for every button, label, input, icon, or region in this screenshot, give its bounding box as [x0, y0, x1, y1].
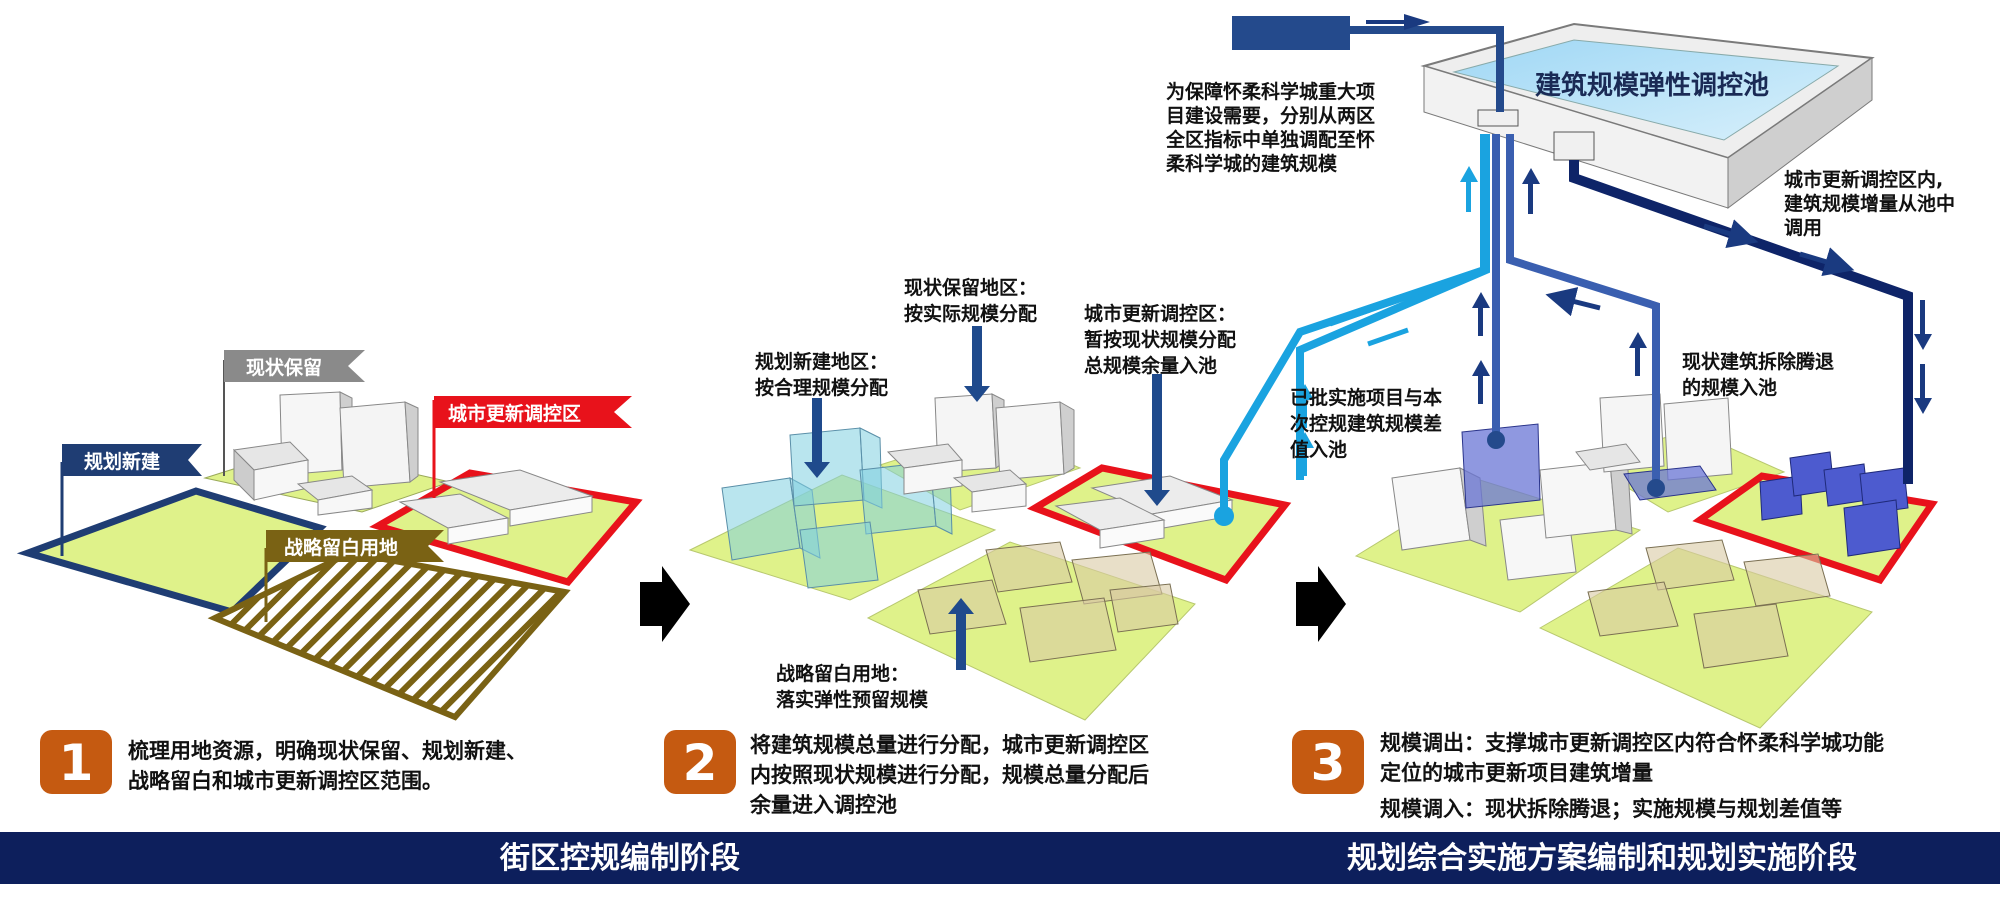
panel3-strategic-boxes — [1587, 539, 1831, 669]
panel3-flows — [1296, 134, 1932, 497]
step-1-number: 1 — [59, 734, 94, 792]
label-increase-line-2: 建筑规模增量从池中 — [1784, 192, 1955, 215]
tag-planned-new: 规划新建 — [60, 444, 202, 556]
tag-urban-renewal-text: 城市更新调控区 — [448, 402, 581, 425]
label-planned-line-2: 按合理规模分配 — [755, 376, 888, 399]
strategic-plot — [207, 549, 571, 721]
label-renewal-line-2: 暂按现状规模分配 — [1084, 328, 1236, 351]
step-2-number: 2 — [683, 734, 718, 792]
tag-strategic-text: 战略留白用地 — [284, 536, 398, 559]
panel3-label-approved: 已批实施项目与本 次控规建筑规模差 值入池 — [1290, 386, 1442, 461]
panel-3: 建筑规模弹性调控池 — [1165, 14, 1955, 821]
panel2-label-renewal: 城市更新调控区： 暂按现状规模分配 总规模余量入池 — [1084, 302, 1236, 377]
panel3-existing-buildings — [1575, 393, 1733, 501]
process-arrow-1 — [640, 566, 690, 642]
step-1-badge — [40, 730, 112, 794]
panel2-label-strategic: 战略留白用地： 落实弹性预留规模 — [776, 662, 929, 711]
panel3-label-huairou: 为保障怀柔科学城重大项 目建设需要，分别从两区 全区指标中单独调配至怀 柔科学城… — [1165, 80, 1375, 175]
panel2-strategic-boxes — [917, 541, 1179, 663]
planned-new-plot — [16, 487, 327, 616]
label-huairou-line-3: 全区指标中单独调配至怀 — [1165, 128, 1375, 151]
step-2-line-1: 将建筑规模总量进行分配，城市更新调控区 — [750, 733, 1149, 757]
label-strategic-line-2: 落实弹性预留规模 — [776, 688, 929, 711]
label-approved-line-2: 次控规建筑规模差 — [1290, 412, 1442, 435]
label-increase-line-3: 调用 — [1784, 217, 1822, 239]
tag-strategic: 战略留白用地 — [264, 530, 444, 622]
panel-1: 现状保留 规划新建 城市更新调控区 战略留白用地 1 梳理用地资源，明确现状保留… — [16, 350, 643, 794]
label-huairou-line-2: 目建设需要，分别从两区 — [1166, 104, 1375, 127]
step-3-out-line-2: 定位的城市更新项目建筑增量 — [1380, 761, 1653, 785]
step-1: 1 梳理用地资源，明确现状保留、规划新建、 战略留白和城市更新调控区范围。 — [40, 730, 527, 794]
panel3-planned-buildings — [1391, 423, 1633, 581]
panel2-planned-boxes — [721, 427, 953, 589]
step-3-number: 3 — [1311, 734, 1346, 792]
step-2-badge — [664, 730, 736, 794]
step-3-out-line-1: 规模调出：支撑城市更新调控区内符合怀柔科学城功能 — [1380, 731, 1884, 755]
panel3-label-increase: 城市更新调控区内, 建筑规模增量从池中 调用 — [1784, 168, 1955, 239]
pool-inlet-left — [1477, 109, 1519, 127]
process-arrow-2 — [1296, 566, 1346, 642]
renewal-buildings — [398, 469, 594, 545]
tag-urban-renewal: 城市更新调控区 — [432, 396, 632, 498]
label-strategic-line-1: 战略留白用地： — [776, 662, 909, 685]
step-3-badge — [1292, 730, 1364, 794]
step-2: 2 将建筑规模总量进行分配，城市更新调控区 内按照现状规模进行分配，规模总量分配… — [664, 730, 1149, 817]
step-1-line-2: 战略留白和城市更新调控区范围。 — [128, 769, 443, 793]
footer-right-title: 规划综合实施方案编制和规划实施阶段 — [1347, 841, 1857, 876]
pool-inflow-bar — [1232, 14, 1504, 112]
tag-existing: 现状保留 — [223, 350, 365, 476]
label-existing-line-1: 现状保留地区： — [904, 276, 1037, 299]
label-huairou-line-4: 柔科学城的建筑规模 — [1166, 152, 1338, 175]
tag-planned-new-text: 规划新建 — [84, 450, 160, 473]
label-existing-line-2: 按实际规模分配 — [904, 302, 1037, 325]
label-renewal-line-1: 城市更新调控区： — [1084, 302, 1236, 325]
label-increase-line-1: 城市更新调控区内, — [1784, 168, 1943, 191]
panel3-label-demolish: 现状建筑拆除腾退 的规模入池 — [1682, 350, 1834, 399]
label-demolish-line-2: 的规模入池 — [1682, 376, 1777, 399]
panel2-existing-buildings — [886, 393, 1075, 513]
label-planned-line-1: 规划新建地区： — [755, 350, 888, 373]
pool-inlet-right — [1553, 131, 1595, 161]
step-3-in-line: 规模调入：现状拆除腾退；实施规模与规划差值等 — [1380, 797, 1842, 821]
panel2-allocation-arrows — [804, 326, 1170, 670]
label-approved-line-1: 已批实施项目与本 — [1290, 386, 1442, 409]
step-2-line-2: 内按照现状规模进行分配，规模总量分配后 — [750, 763, 1149, 787]
panel2-label-existing: 现状保留地区： 按实际规模分配 — [904, 276, 1037, 325]
panel2-label-planned: 规划新建地区： 按合理规模分配 — [755, 350, 888, 399]
existing-buildings — [232, 391, 419, 516]
pool-title: 建筑规模弹性调控池 — [1535, 70, 1769, 101]
footer-left-title: 街区控规编制阶段 — [499, 841, 740, 876]
label-approved-line-3: 值入池 — [1290, 438, 1347, 461]
panel-2: 规划新建地区： 按合理规模分配 现状保留地区： 按实际规模分配 城市更新调控区：… — [664, 134, 1488, 817]
panel3-renewal-buildings — [1759, 451, 1909, 557]
step-3: 3 规模调出：支撑城市更新调控区内符合怀柔科学城功能 定位的城市更新项目建筑增量… — [1292, 730, 1884, 821]
footer-bar: 街区控规编制阶段 规划综合实施方案编制和规划实施阶段 — [0, 832, 2000, 884]
label-huairou-line-1: 为保障怀柔科学城重大项 — [1166, 80, 1375, 103]
elastic-control-pool: 建筑规模弹性调控池 — [1420, 22, 1875, 209]
step-1-line-1: 梳理用地资源，明确现状保留、规划新建、 — [128, 739, 527, 763]
label-renewal-line-3: 总规模余量入池 — [1084, 354, 1217, 377]
label-demolish-line-1: 现状建筑拆除腾退 — [1682, 350, 1834, 373]
step-2-line-3: 余量进入调控池 — [749, 793, 897, 817]
tag-existing-text: 现状保留 — [246, 356, 322, 379]
